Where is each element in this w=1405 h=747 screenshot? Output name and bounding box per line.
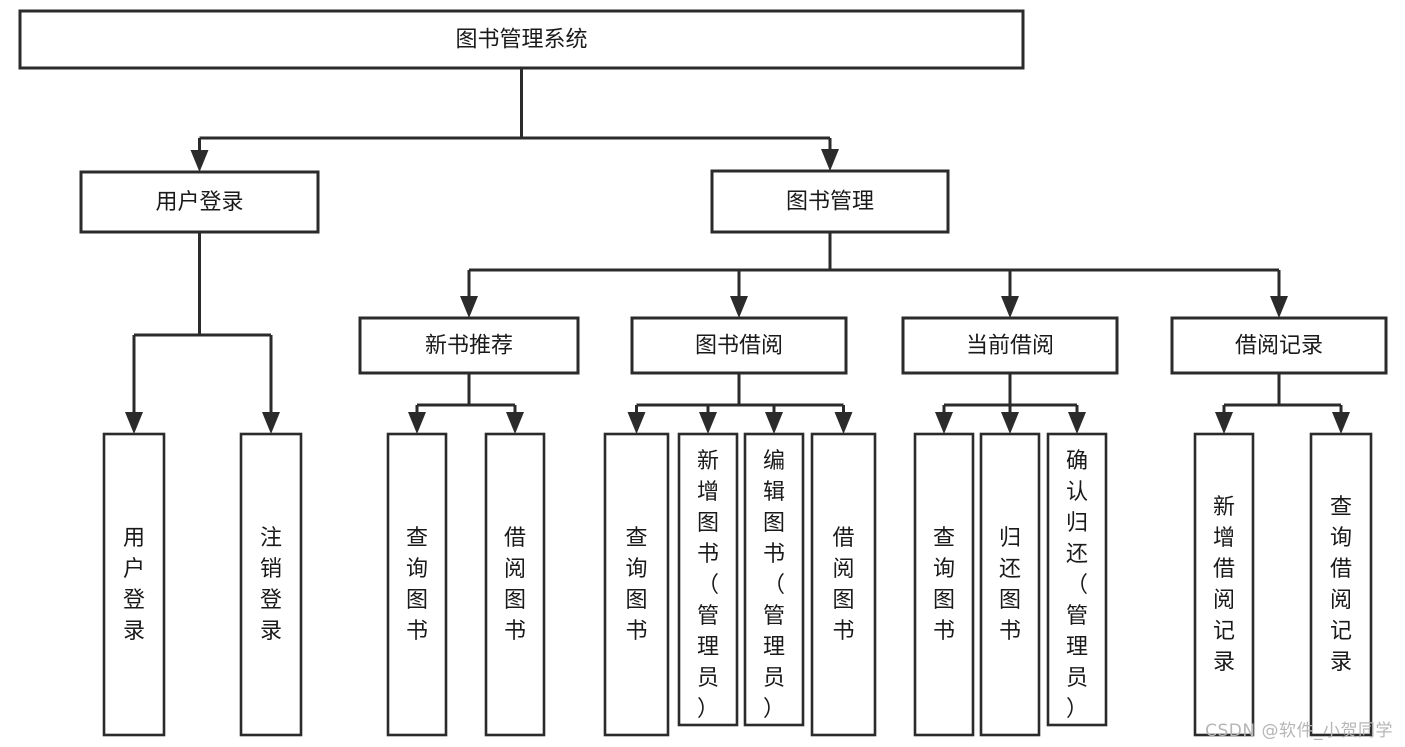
node-box-return-book (979, 432, 1041, 737)
node-label-query-book-2: 查询图书 (625, 526, 647, 644)
node-label-user-login: 用户登录 (155, 190, 243, 215)
node-borrow-book-2[interactable]: 借阅图书 (810, 432, 877, 737)
node-label-query-borrow-record: 查询借阅记录 (1330, 495, 1352, 675)
node-box-query-book-2 (603, 432, 670, 737)
node-book-borrow[interactable]: 图书借阅 (630, 316, 848, 375)
arrowhead (1215, 412, 1233, 434)
node-box-confirm-return-admin (1046, 432, 1108, 727)
node-label-root: 图书管理系统 (455, 28, 587, 53)
arrowhead (125, 412, 143, 434)
arrowhead (834, 412, 853, 434)
node-box-add-borrow-record (1193, 432, 1255, 737)
node-box-borrow-record (1170, 316, 1388, 375)
arrowhead (408, 412, 426, 434)
node-box-root (18, 9, 1025, 70)
node-user-login-leaf[interactable]: 用户登录 (102, 432, 166, 737)
watermark-text: CSDN @软件_小贺同学 (1205, 721, 1393, 741)
node-label-add-book-admin: 新增图书（管理员） (697, 449, 719, 722)
node-borrow-book-1[interactable]: 借阅图书 (484, 432, 546, 737)
node-layer: 图书管理系统用户登录用户登录注销登录图书管理新书推荐查询图书借阅图书图书借阅查询… (18, 9, 1388, 737)
node-query-book-2[interactable]: 查询图书 (603, 432, 670, 737)
arrowhead (765, 412, 783, 434)
node-borrow-record[interactable]: 借阅记录 (1170, 316, 1388, 375)
node-box-add-book-admin (677, 432, 739, 727)
arrowhead (460, 296, 478, 318)
node-add-borrow-record[interactable]: 新增借阅记录 (1193, 432, 1255, 737)
node-label-book-manage: 图书管理 (786, 190, 874, 215)
node-label-confirm-return-admin: 确认归还（管理员） (1066, 449, 1088, 722)
node-root[interactable]: 图书管理系统 (18, 9, 1025, 70)
node-label-book-borrow: 图书借阅 (695, 334, 783, 359)
node-label-edit-book-admin: 编辑图书（管理员） (763, 449, 785, 722)
node-box-user-login (79, 170, 320, 234)
node-box-borrow-book-1 (484, 432, 546, 737)
node-label-query-book-3: 查询图书 (933, 526, 955, 644)
node-query-book-1[interactable]: 查询图书 (386, 432, 448, 737)
node-label-current-borrow: 当前借阅 (966, 334, 1054, 359)
node-edit-book-admin[interactable]: 编辑图书（管理员） (743, 432, 805, 727)
arrowhead (1001, 412, 1019, 434)
node-box-current-borrow (901, 316, 1119, 375)
node-box-query-borrow-record (1309, 432, 1373, 737)
arrowhead (1001, 296, 1019, 318)
arrowhead (730, 296, 748, 318)
arrowhead (821, 149, 839, 171)
node-label-borrow-book-2: 借阅图书 (832, 526, 854, 644)
node-add-book-admin[interactable]: 新增图书（管理员） (677, 432, 739, 727)
arrowhead (190, 150, 209, 172)
node-label-user-login-leaf: 用户登录 (123, 526, 145, 644)
arrowhead (506, 412, 524, 434)
node-box-user-logout-leaf (239, 432, 303, 737)
node-label-return-book: 归还图书 (999, 526, 1021, 644)
node-label-borrow-book-1: 借阅图书 (504, 526, 526, 644)
node-user-login[interactable]: 用户登录 (79, 170, 320, 234)
node-return-book[interactable]: 归还图书 (979, 432, 1041, 737)
node-box-book-borrow (630, 316, 848, 375)
node-label-user-logout-leaf: 注销登录 (260, 526, 282, 644)
node-label-new-book-recommend: 新书推荐 (425, 334, 513, 359)
node-label-borrow-record: 借阅记录 (1235, 334, 1323, 359)
node-box-query-book-1 (386, 432, 448, 737)
node-label-add-borrow-record: 新增借阅记录 (1213, 495, 1235, 675)
node-confirm-return-admin[interactable]: 确认归还（管理员） (1046, 432, 1108, 727)
node-new-book-recommend[interactable]: 新书推荐 (358, 316, 580, 375)
node-box-new-book-recommend (358, 316, 580, 375)
node-query-book-3[interactable]: 查询图书 (913, 432, 975, 737)
arrowhead (699, 412, 717, 434)
node-box-book-manage (710, 169, 950, 234)
node-box-query-book-3 (913, 432, 975, 737)
arrowhead (935, 412, 953, 434)
node-user-logout-leaf[interactable]: 注销登录 (239, 432, 303, 737)
arrowhead (1068, 412, 1086, 434)
arrowhead (627, 412, 646, 434)
arrowhead (1270, 296, 1288, 318)
node-box-user-login-leaf (102, 432, 166, 737)
node-box-borrow-book-2 (810, 432, 877, 737)
node-book-manage[interactable]: 图书管理 (710, 169, 950, 234)
node-label-query-book-1: 查询图书 (406, 526, 428, 644)
node-current-borrow[interactable]: 当前借阅 (901, 316, 1119, 375)
arrowhead (262, 412, 280, 434)
node-box-edit-book-admin (743, 432, 805, 727)
arrowhead (1332, 412, 1350, 434)
connector-layer (125, 68, 1350, 434)
node-query-borrow-record[interactable]: 查询借阅记录 (1309, 432, 1373, 737)
